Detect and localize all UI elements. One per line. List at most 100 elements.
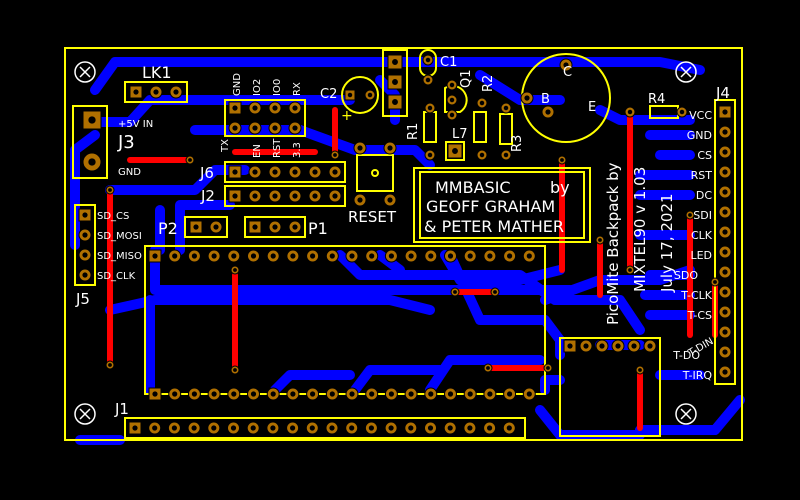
c1-pad-hole: [425, 57, 431, 63]
j4-pad-hole: [722, 129, 728, 135]
j5-pin-label: SD_CS: [97, 211, 129, 222]
via-hole: [453, 290, 457, 294]
j1-pad-hole: [171, 425, 177, 431]
j5-pad-hole: [82, 232, 88, 238]
q1-pad-hole: [449, 97, 455, 103]
r1-pad-hole: [427, 105, 433, 111]
speaker-pad-hole: [563, 62, 569, 68]
j1-pad-hole: [191, 425, 197, 431]
j2-label: J2: [200, 187, 215, 205]
header-top-pin-label: RX: [292, 82, 303, 96]
pico-pad-hole: [487, 391, 493, 397]
p1-pad-hole: [272, 224, 278, 230]
r2-outline: [473, 111, 487, 143]
j3-outline: [72, 105, 108, 179]
board-outline: [64, 47, 743, 441]
j1-outline: [124, 417, 526, 439]
c2-outline: [341, 76, 379, 114]
pico-pad-hole: [211, 391, 217, 397]
via-hole: [713, 280, 717, 284]
reset-label: RESET: [348, 208, 397, 226]
j3-pad-hole: [88, 116, 96, 124]
j1-pad-hole: [329, 425, 335, 431]
pico-pad-hole: [152, 253, 158, 259]
via-hole: [546, 366, 550, 370]
reset-pad-hole: [357, 145, 363, 151]
r1-pad-hole: [427, 152, 433, 158]
j5-pad-hole: [82, 252, 88, 258]
q1-pad-hole: [449, 82, 455, 88]
sd-module-pad-hole: [567, 343, 573, 349]
r1-label: R1: [406, 123, 421, 140]
header-top-pad-hole: [232, 125, 238, 131]
header-top-pad-hole: [252, 125, 258, 131]
p1-pad-hole: [292, 224, 298, 230]
j6-pad-hole: [232, 169, 238, 175]
pico-pad-hole: [369, 391, 375, 397]
vertical-credit-text: PicoMite Backpack by MIXTEL90 v 1.03 Jul…: [604, 162, 676, 325]
header-top-pad-hole: [272, 125, 278, 131]
lk1-pad-hole: [153, 89, 159, 95]
j1-label: J1: [114, 400, 129, 418]
via-hole: [688, 213, 692, 217]
pico-pad-hole: [428, 391, 434, 397]
r4-label: R4: [648, 92, 665, 107]
j4-pad-hole: [722, 369, 728, 375]
pico-pad-hole: [329, 391, 335, 397]
r4-pad-hole: [627, 109, 633, 115]
pico-pad-hole: [408, 253, 414, 259]
pico-pad-hole: [487, 253, 493, 259]
pico-pad-hole: [250, 391, 257, 397]
r3-pad-hole: [503, 152, 509, 158]
header-top-pad-hole: [272, 105, 278, 111]
j1-pad-hole: [309, 425, 315, 431]
j1-pad-hole: [467, 425, 473, 431]
via-hole: [108, 363, 112, 367]
c-label: C: [563, 65, 572, 80]
sd-module-pad-hole: [615, 343, 621, 349]
pico-pad-hole: [408, 391, 414, 397]
j1-pad-hole: [270, 425, 276, 431]
header-top-labels: GND IO2 IO0 RX: [232, 73, 303, 96]
via-hole: [628, 268, 632, 272]
j5-label: J5: [75, 290, 90, 308]
j2-pad-hole: [312, 193, 318, 199]
via-hole: [233, 268, 237, 272]
pico-pad-hole: [388, 253, 394, 259]
sd-module-pad-hole: [647, 343, 653, 349]
l7-label: L7: [452, 127, 468, 142]
plus-label: +: [341, 108, 353, 124]
pico-pad-hole: [507, 391, 513, 397]
j2-pad-hole: [292, 193, 298, 199]
via-hole: [108, 188, 112, 192]
pico-pad-hole: [329, 253, 335, 259]
j4-pin-label: CLK: [691, 229, 713, 242]
c1-pad-hole: [425, 77, 431, 83]
via-hole: [486, 366, 490, 370]
j5-pin-label: SD_MOSI: [97, 231, 142, 242]
j6-pad-hole: [332, 169, 338, 175]
header-top-pad-hole: [252, 105, 258, 111]
title-line3: & PETER MATHER: [424, 217, 564, 236]
header-top-pin-label: IO0: [272, 79, 283, 96]
pico-pad-hole: [447, 391, 454, 397]
j2-pad-hole: [232, 193, 238, 199]
via-hole: [188, 158, 192, 162]
reset-pad-hole: [357, 197, 363, 203]
j4-label: J4: [715, 84, 730, 102]
j6-pin-label: 3.3: [292, 142, 303, 158]
j1-pad-hole: [487, 425, 493, 431]
j4-pin-label: LED: [690, 249, 712, 262]
title-box-inner: [419, 171, 585, 239]
header-top-outline: [224, 99, 306, 137]
lk1-pad-hole: [133, 89, 139, 95]
c1-label: C1: [440, 55, 457, 70]
j4-outline: [714, 99, 736, 385]
j2-outline: [224, 185, 346, 207]
pads: [78, 54, 732, 435]
j4-pad-hole: [722, 209, 728, 215]
j4-pin-label: VCC: [689, 109, 712, 122]
j1-pad-hole: [349, 425, 355, 431]
r2-pad-hole: [479, 100, 485, 106]
j1-pad-hole: [230, 425, 237, 431]
